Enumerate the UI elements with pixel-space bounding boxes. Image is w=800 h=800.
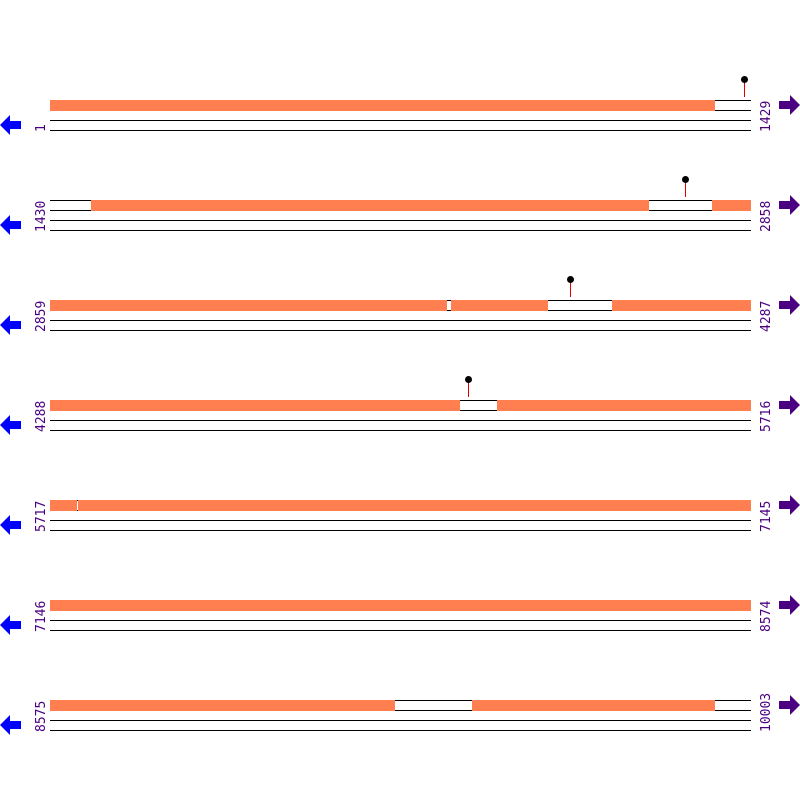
feature-segment[interactable] xyxy=(472,700,715,711)
end-position-label: 10003 xyxy=(759,692,774,732)
start-position-label: 1430 xyxy=(34,200,49,232)
feature-segment[interactable] xyxy=(50,300,447,311)
end-position-label: 5716 xyxy=(759,400,774,432)
start-position-label: 5717 xyxy=(34,500,49,532)
track-line xyxy=(50,630,751,631)
track-line xyxy=(50,520,751,521)
arrow-left-icon[interactable] xyxy=(0,114,22,140)
gap-segment xyxy=(50,200,91,211)
feature-band xyxy=(50,700,751,711)
start-position-label: 2859 xyxy=(34,300,49,332)
track-line xyxy=(50,430,751,431)
start-position-label: 8575 xyxy=(34,700,49,732)
end-position-label: 7145 xyxy=(759,500,774,532)
lollipop-marker-icon[interactable] xyxy=(464,376,473,400)
end-position-label: 8574 xyxy=(759,600,774,632)
feature-segment[interactable] xyxy=(50,600,751,611)
lollipop-marker-icon[interactable] xyxy=(740,76,749,100)
start-position-label: 4288 xyxy=(34,400,49,432)
lollipop-marker-icon[interactable] xyxy=(681,176,690,200)
feature-band xyxy=(50,300,751,311)
track-line xyxy=(50,230,751,231)
arrow-right-icon[interactable] xyxy=(779,394,800,420)
arrow-left-icon[interactable] xyxy=(0,414,22,440)
feature-band xyxy=(50,500,751,511)
arrow-right-icon[interactable] xyxy=(779,594,800,620)
start-position-label: 1 xyxy=(34,124,49,132)
gap-segment xyxy=(548,300,612,311)
sequence-row: 4288 5716 xyxy=(0,376,800,500)
gap-segment xyxy=(395,700,472,711)
sequence-row: 8575 10003 xyxy=(0,693,800,800)
track-line xyxy=(50,120,751,121)
track-line xyxy=(50,620,751,621)
gap-segment xyxy=(460,400,497,411)
arrow-left-icon[interactable] xyxy=(0,214,22,240)
sequence-row: 7146 8574 xyxy=(0,595,800,700)
gap-segment xyxy=(447,300,451,311)
feature-band xyxy=(50,400,751,411)
feature-segment[interactable] xyxy=(50,500,77,511)
track-line xyxy=(50,730,751,731)
gap-segment xyxy=(77,500,78,511)
arrow-right-icon[interactable] xyxy=(779,694,800,720)
sequence-row: 5717 7145 xyxy=(0,495,800,600)
gap-segment xyxy=(649,200,712,211)
end-position-label: 1429 xyxy=(759,100,774,132)
track-line xyxy=(50,220,751,221)
arrow-left-icon[interactable] xyxy=(0,314,22,340)
feature-segment[interactable] xyxy=(497,400,751,411)
arrow-left-icon[interactable] xyxy=(0,714,22,740)
track-line xyxy=(50,320,751,321)
arrow-right-icon[interactable] xyxy=(779,294,800,320)
track-line xyxy=(50,720,751,721)
sequence-row: 1 1429 xyxy=(0,76,800,200)
track-line xyxy=(50,130,751,131)
sequence-row: 1430 2858 xyxy=(0,176,800,300)
feature-segment[interactable] xyxy=(451,300,548,311)
end-position-label: 4287 xyxy=(759,300,774,332)
lollipop-marker-icon[interactable] xyxy=(566,276,575,300)
sequence-row: 2859 4287 xyxy=(0,276,800,400)
feature-segment[interactable] xyxy=(612,300,751,311)
feature-segment[interactable] xyxy=(50,400,460,411)
start-position-label: 7146 xyxy=(34,600,49,632)
feature-band xyxy=(50,200,751,211)
feature-segment[interactable] xyxy=(78,500,751,511)
feature-band xyxy=(50,600,751,611)
gap-segment xyxy=(715,100,751,111)
arrow-right-icon[interactable] xyxy=(779,494,800,520)
track-line xyxy=(50,420,751,421)
feature-segment[interactable] xyxy=(50,700,395,711)
gap-segment xyxy=(715,700,751,711)
arrow-right-icon[interactable] xyxy=(779,94,800,120)
track-line xyxy=(50,330,751,331)
track-line xyxy=(50,530,751,531)
arrow-left-icon[interactable] xyxy=(0,514,22,540)
feature-segment[interactable] xyxy=(50,100,715,111)
feature-segment[interactable] xyxy=(712,200,751,211)
feature-band xyxy=(50,100,751,111)
end-position-label: 2858 xyxy=(759,200,774,232)
arrow-right-icon[interactable] xyxy=(779,194,800,220)
arrow-left-icon[interactable] xyxy=(0,614,22,640)
feature-segment[interactable] xyxy=(91,200,649,211)
